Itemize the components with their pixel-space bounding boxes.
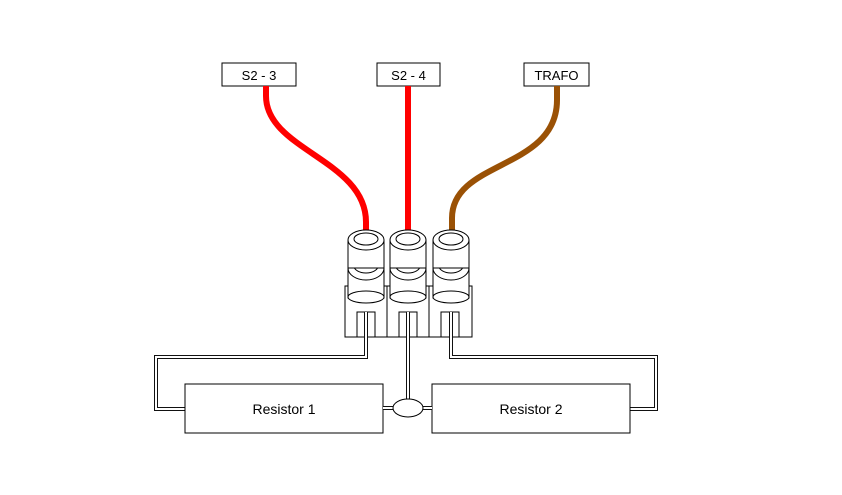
terminal-block <box>344 229 473 338</box>
tag-s2-3: S2 - 3 <box>221 62 297 87</box>
resistor-2-box <box>431 383 631 434</box>
junction-oval <box>392 398 424 418</box>
resistor-1: Resistor 1 <box>184 383 384 434</box>
resistor-2: Resistor 2 <box>431 383 631 434</box>
tag-s2-3-box <box>221 62 297 87</box>
resistor-2-label: Resistor 2 <box>499 401 562 417</box>
lead-left <box>154 312 368 411</box>
wire-trafo <box>449 86 560 240</box>
tag-s2-3-label: S2 - 3 <box>242 68 277 83</box>
resistor-1-box <box>184 383 384 434</box>
resistor-1-label: Resistor 1 <box>252 401 315 417</box>
tag-trafo-label: TRAFO <box>534 68 578 83</box>
tag-s2-4: S2 - 4 <box>376 62 441 87</box>
tag-s2-4-label: S2 - 4 <box>391 68 426 83</box>
terminal-column-2 <box>386 229 430 338</box>
terminal-column-3 <box>428 229 473 338</box>
lead-right <box>449 312 658 411</box>
tag-trafo: TRAFO <box>523 62 590 87</box>
wire-s2-3 <box>263 86 369 240</box>
terminal-column-1 <box>344 229 388 338</box>
